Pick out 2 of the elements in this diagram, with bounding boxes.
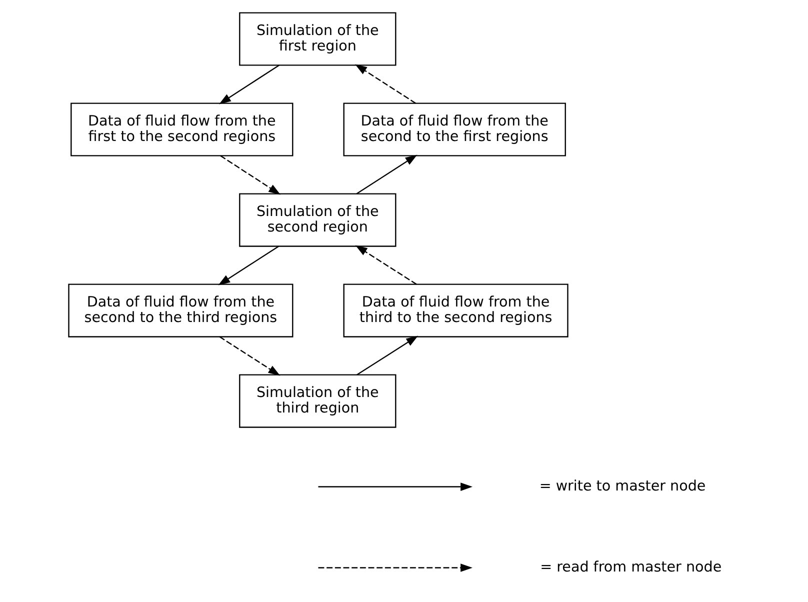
legend-label: = read from master node [540,559,722,576]
legend-label: = write to master node [539,478,706,494]
